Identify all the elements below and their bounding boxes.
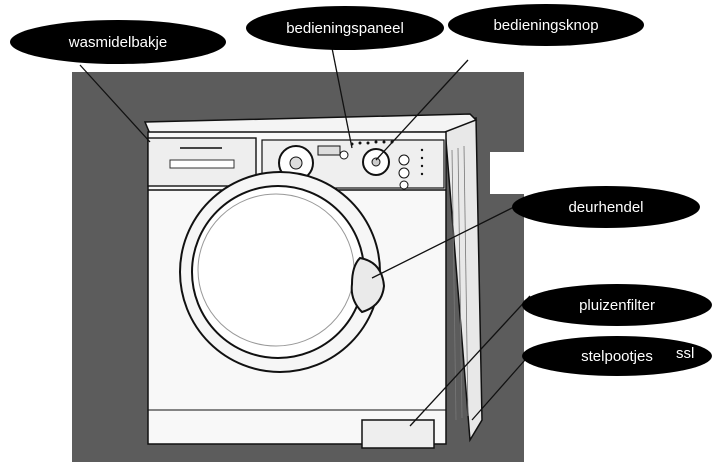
label-stelpootjes: stelpootjes bbox=[522, 336, 712, 376]
label-bedieningsknop: bedieningsknop bbox=[448, 4, 644, 46]
cut-off-label-text: ssl bbox=[676, 345, 695, 362]
leader-deurhendel bbox=[371, 204, 519, 279]
drawer-handle bbox=[169, 159, 235, 169]
label-bedieningspaneel: bedieningspaneel bbox=[246, 6, 444, 50]
panel-button bbox=[339, 150, 349, 160]
label-bedieningsknop-text: bedieningsknop bbox=[493, 16, 599, 34]
label-pluizenfilter: pluizenfilter bbox=[522, 284, 712, 326]
small-button-2 bbox=[398, 167, 410, 179]
door-glass bbox=[191, 185, 365, 359]
label-stelpootjes-text: stelpootjes bbox=[581, 347, 653, 365]
label-pluizenfilter-text: pluizenfilter bbox=[579, 296, 655, 314]
label-deurhendel: deurhendel bbox=[512, 186, 700, 228]
lint-filter-cover bbox=[361, 419, 435, 449]
label-wasmidelbakje-text: wasmidelbakje bbox=[68, 33, 168, 51]
small-button-1 bbox=[398, 154, 410, 166]
label-deurhendel-text: deurhendel bbox=[568, 198, 644, 216]
photo-background-cutout bbox=[490, 152, 530, 194]
panel-indicator-dots bbox=[350, 140, 424, 176]
control-knob-center bbox=[371, 157, 381, 167]
leader-bedieningsknop bbox=[375, 59, 469, 161]
small-button-3 bbox=[399, 180, 409, 190]
leader-stelpootjes bbox=[471, 351, 533, 421]
label-bedieningspaneel-text: bedieningspaneel bbox=[286, 19, 404, 37]
side-hatching bbox=[451, 145, 469, 421]
leader-wasmidelbakje bbox=[79, 64, 151, 143]
leader-bedieningspaneel bbox=[329, 37, 353, 149]
label-wasmidelbakje: wasmidelbakje bbox=[10, 20, 226, 64]
leader-lines bbox=[79, 37, 533, 427]
display-window bbox=[317, 145, 341, 156]
program-dial-center bbox=[289, 156, 303, 170]
leader-pluizenfilter bbox=[409, 295, 531, 427]
